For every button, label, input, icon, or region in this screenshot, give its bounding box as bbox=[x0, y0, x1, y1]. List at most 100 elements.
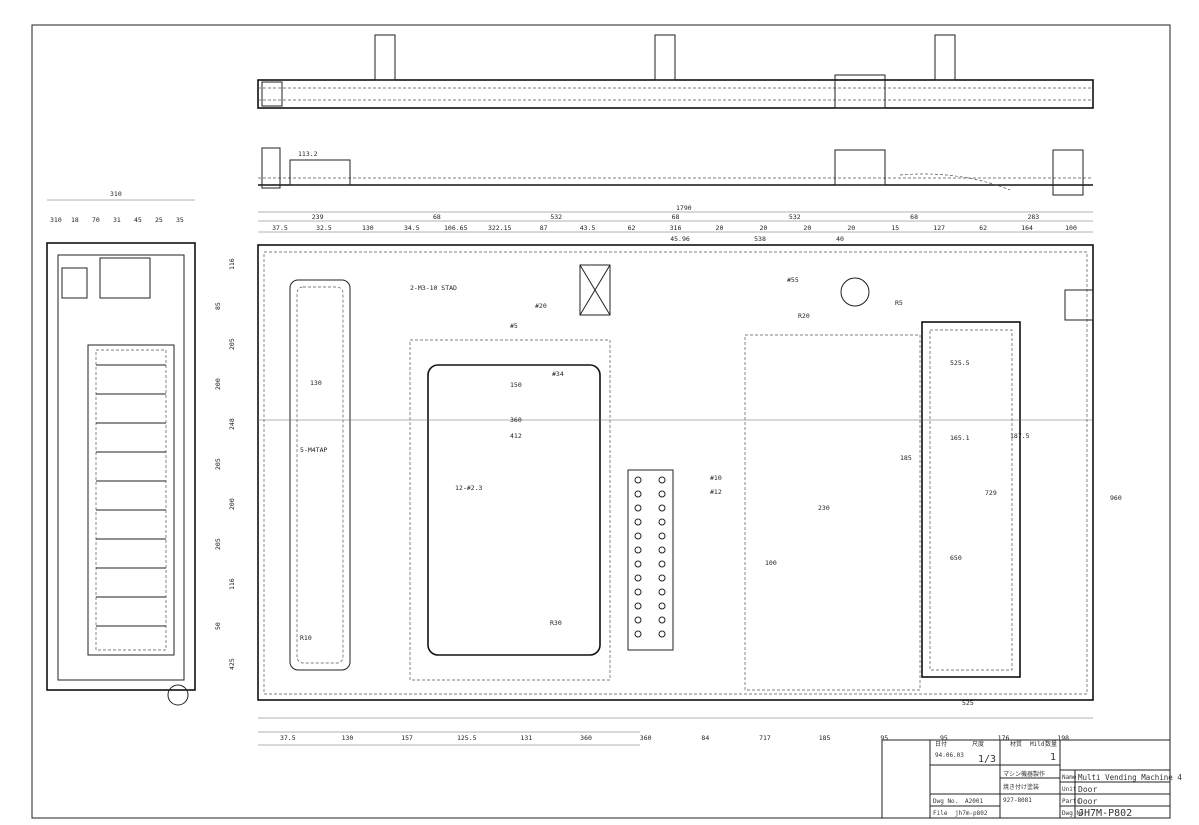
quantity-value: 1 bbox=[1050, 752, 1056, 763]
dimension-label: 131 bbox=[521, 734, 533, 742]
annotation-label: 412 bbox=[510, 432, 522, 440]
hole bbox=[658, 476, 666, 484]
dimension-label: 37.5 bbox=[272, 224, 288, 232]
annotation-label: #20 bbox=[535, 302, 547, 310]
dimension-label: 717 bbox=[759, 734, 771, 742]
dimension-label: 68 bbox=[910, 213, 918, 221]
hole bbox=[658, 602, 666, 610]
hole bbox=[634, 588, 642, 596]
dimension-label: 205 bbox=[214, 458, 222, 470]
annotation-label: 2-M3-10 STAD bbox=[410, 284, 457, 292]
material-value: Mild bbox=[1030, 741, 1045, 748]
front-view bbox=[257, 244, 1094, 701]
dimension-label: 85 bbox=[214, 302, 222, 310]
dimension-label: 283 bbox=[1027, 213, 1039, 221]
right-window bbox=[921, 321, 1021, 678]
dimension-label: 125.5 bbox=[457, 734, 477, 742]
dimension-label: 106.65 bbox=[444, 224, 468, 232]
annotation-label: R20 bbox=[798, 312, 810, 320]
dimension-label: 157 bbox=[401, 734, 413, 742]
bracket bbox=[934, 34, 956, 81]
hole bbox=[634, 532, 642, 540]
dimension-label: 87 bbox=[540, 224, 548, 232]
quantity-label: 数量 bbox=[1045, 740, 1057, 748]
dimension-label: 239 bbox=[312, 213, 324, 221]
dimension-label: 50 bbox=[214, 622, 222, 630]
top-dimension-lines bbox=[258, 211, 1093, 746]
button-panel bbox=[627, 469, 674, 651]
dimension-label: 164 bbox=[1021, 224, 1033, 232]
annotation-label: R30 bbox=[550, 619, 562, 627]
hole bbox=[634, 560, 642, 568]
hole bbox=[658, 490, 666, 498]
dimension-label: 43.5 bbox=[580, 224, 596, 232]
svg-text:113.2: 113.2 bbox=[298, 150, 318, 158]
dimension-label: 198 bbox=[1057, 734, 1069, 742]
dimension-label: 68 bbox=[433, 213, 441, 221]
left-side-view: 310 bbox=[46, 190, 196, 706]
hole bbox=[634, 630, 642, 638]
code: 927-8081 bbox=[1003, 797, 1032, 804]
dimension-label: 532 bbox=[789, 213, 801, 221]
dimension-label: 20 bbox=[803, 224, 811, 232]
dimension-label: 116 bbox=[228, 578, 236, 590]
annotation-label: 130 bbox=[310, 379, 322, 387]
hole bbox=[658, 532, 666, 540]
unit-name: Door bbox=[1078, 785, 1097, 794]
bracket bbox=[374, 34, 396, 81]
dimension-label: 248 bbox=[228, 418, 236, 430]
annotation-label: 185 bbox=[900, 454, 912, 462]
dimension-label: 34.5 bbox=[404, 224, 420, 232]
unit-label: Unit bbox=[1062, 786, 1077, 793]
hole bbox=[634, 476, 642, 484]
annotation-label: #12 bbox=[710, 488, 722, 496]
annotation-label: 729 bbox=[985, 489, 997, 497]
top-view bbox=[257, 34, 1094, 109]
machine-name: Multi Vending Machine 4 bbox=[1078, 773, 1182, 782]
dwg-no-label: Dwg No. bbox=[933, 798, 958, 805]
dimension-label: 425 bbox=[228, 658, 236, 670]
dimension-label: 84 bbox=[701, 734, 709, 742]
annotation-label: #10 bbox=[710, 474, 722, 482]
hole bbox=[658, 560, 666, 568]
date-label: 日付 bbox=[935, 740, 947, 748]
hole bbox=[658, 588, 666, 596]
annotation-label: 525.5 bbox=[950, 359, 970, 367]
dimension-label: 20 bbox=[759, 224, 767, 232]
dimension-label: 31 bbox=[113, 216, 121, 224]
dimension-label: 95 bbox=[880, 734, 888, 742]
hole bbox=[634, 546, 642, 554]
dimension-label: 185 bbox=[819, 734, 831, 742]
dimension-label: 45 bbox=[134, 216, 142, 224]
annotation-label: 187.5 bbox=[1010, 432, 1030, 440]
dimension-label: 45.96 bbox=[670, 235, 690, 243]
dimension-label: 538 bbox=[754, 235, 766, 243]
hole bbox=[658, 574, 666, 582]
bracket bbox=[654, 34, 676, 81]
drawing-border bbox=[31, 24, 1171, 819]
annotation-label: 650 bbox=[950, 554, 962, 562]
dimension-label: 18 bbox=[71, 216, 79, 224]
file-label: File bbox=[933, 810, 948, 817]
hole bbox=[634, 490, 642, 498]
annotation-label: 150 bbox=[510, 381, 522, 389]
left-window-outline bbox=[289, 279, 351, 671]
annotation-label: #55 bbox=[787, 276, 799, 284]
dimension-label: 116 bbox=[228, 258, 236, 270]
scale-label: 尺度 bbox=[972, 740, 984, 748]
overall-dimension: 1790 bbox=[676, 204, 692, 212]
hole bbox=[634, 616, 642, 624]
hole bbox=[658, 518, 666, 526]
hole bbox=[658, 630, 666, 638]
annotation-label: 525 bbox=[962, 699, 974, 707]
hole bbox=[634, 602, 642, 610]
annotation-label: 360 bbox=[510, 416, 522, 424]
parts-name: Door bbox=[1078, 797, 1097, 806]
dimension-label: 310 bbox=[50, 216, 62, 224]
dwg-label: Dwg No bbox=[1062, 810, 1084, 817]
file-name: jh7m-p802 bbox=[955, 810, 988, 817]
material-label: 材質 bbox=[1010, 740, 1022, 748]
dimension-label: 130 bbox=[342, 734, 354, 742]
annotation-label: #34 bbox=[552, 370, 564, 378]
